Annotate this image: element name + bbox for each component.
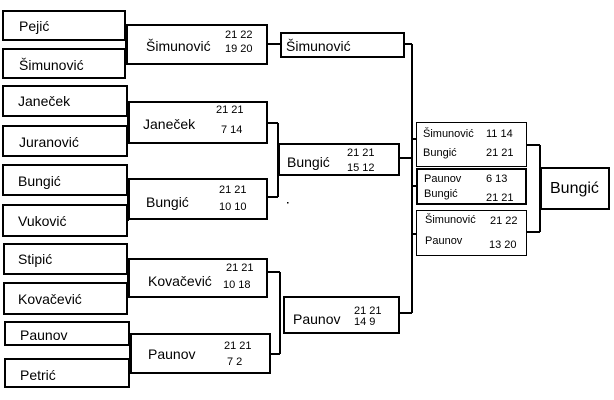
r1-stipic-box: Stipić	[3, 243, 128, 275]
match-score-set1: 21 21	[219, 184, 247, 196]
r3-top-box: Šimunović	[280, 32, 405, 58]
player-name: Bungić	[18, 173, 61, 189]
match-score-set2: 19 20	[225, 43, 253, 55]
group-match2-box: Paunov 6 13 Bungić 21 21	[416, 168, 527, 205]
match-winner: Paunov	[148, 346, 196, 362]
r2-match3-box: Bungić 21 21 10 10	[128, 178, 268, 220]
match-score-set1: 21 21	[216, 104, 244, 116]
match-score-set1: 21 21	[347, 147, 375, 159]
group-player1: Paunov	[424, 173, 462, 185]
r1-paunov-box: Paunov	[4, 321, 130, 346]
player-name: Kovačević	[18, 291, 82, 307]
group-player1: Šimunović	[425, 214, 476, 226]
champion-name: Bungić	[550, 180, 599, 197]
group-player1-score: 6 13	[486, 173, 508, 185]
match-score-set2: 7 2	[227, 356, 243, 368]
r1-pejic-box: Pejić	[2, 10, 126, 41]
match-winner: Bungić	[146, 194, 189, 210]
match-winner: Bungić	[287, 154, 330, 170]
r1-petric-box: Petrić	[4, 358, 130, 388]
match-winner: Šimunović	[146, 38, 211, 54]
player-name: Juranović	[19, 134, 79, 150]
group-match3-box: Šimunović 21 22 Paunov 13 20	[416, 210, 527, 256]
r1-bungic-box: Bungić	[2, 164, 128, 196]
match-score-set1: 21 21	[354, 305, 382, 317]
group-player2: Paunov	[425, 235, 463, 247]
r2-match1-box: Šimunović 21 22 19 20	[126, 24, 268, 65]
r3-mid-box: Bungić 21 21 15 12	[278, 143, 400, 176]
r2-match4-box: Kovačević 21 21 10 18	[128, 258, 268, 298]
champion-box: Bungić	[540, 167, 610, 210]
group-player2-score: 21 21	[486, 147, 514, 159]
player-name: Petrić	[20, 367, 56, 383]
match-winner: Paunov	[293, 311, 341, 327]
player-name: Šimunović	[19, 57, 84, 73]
match-score-set2: 10 10	[219, 201, 247, 213]
r1-juranovic-box: Juranović	[2, 125, 128, 157]
r1-kovacevic-box: Kovačević	[3, 282, 128, 315]
match-score-set2: 7 14	[221, 124, 243, 136]
match-score-set1: 21 21	[226, 262, 254, 274]
match-score-set2: 14 9	[354, 316, 376, 328]
r2-match2-box: Janeček 21 21 7 14	[128, 101, 268, 144]
match-score-set2: 15 12	[347, 162, 375, 174]
match-score-set1: 21 22	[225, 29, 253, 41]
group-player2: Bungić	[423, 147, 457, 159]
match-winner: Šimunović	[286, 38, 351, 54]
player-name: Paunov	[20, 327, 68, 343]
group-player1-score: 11 14	[486, 128, 513, 140]
match-score-set2: 10 18	[223, 279, 251, 291]
group-player1: Šimunović	[423, 128, 474, 140]
match-score-set1: 21 21	[224, 340, 252, 352]
group-player2-score: 21 21	[486, 192, 514, 204]
player-name: Janeček	[18, 93, 71, 109]
match-winner: Kovačević	[148, 273, 212, 289]
r3-bot-box: Paunov 21 21 14 9	[283, 296, 400, 334]
group-player2: Bungić	[424, 188, 458, 200]
r1-vukovic-box: Vuković	[2, 204, 128, 237]
player-name: Vuković	[18, 213, 67, 229]
match-winner: Janeček	[143, 116, 196, 132]
r2-match5-box: Paunov 21 21 7 2	[130, 333, 271, 374]
player-name: Stipić	[18, 251, 53, 267]
player-name: Pejić	[19, 18, 50, 34]
r1-janecek-box: Janeček	[2, 85, 128, 117]
r1-simunovic-box: Šimunović	[2, 48, 126, 79]
group-player1-score: 21 22	[490, 215, 518, 227]
group-player2-score: 13 20	[489, 239, 517, 251]
group-match1-box: Šimunović 11 14 Bungić 21 21	[416, 122, 527, 167]
